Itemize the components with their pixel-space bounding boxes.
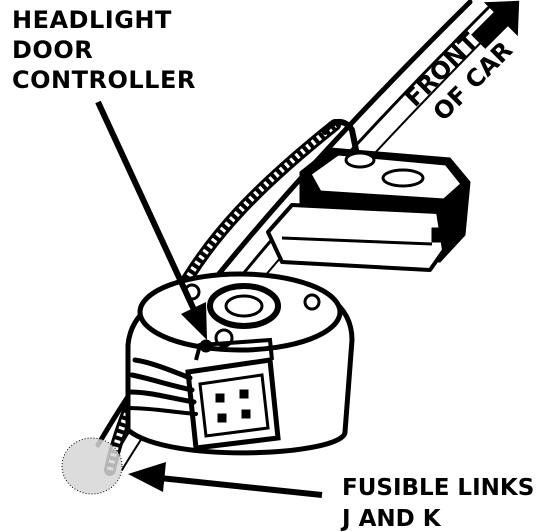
headlight-door-controller-unit [125, 271, 355, 456]
fusible-links-marker [61, 437, 123, 495]
headlight-door-controller-label: HEADLIGHT DOOR CONTROLLER [12, 6, 196, 94]
front-of-car-arrow [471, 0, 520, 49]
relay-wire [322, 119, 359, 153]
fusible-links-leader-arrow [128, 462, 323, 498]
connector-block [185, 337, 281, 451]
controller-leader-arrow [95, 100, 207, 340]
fusible-links-label: FUSIBLE LINKS J AND K [340, 475, 542, 532]
connector-wires [126, 357, 198, 416]
relay-box [266, 147, 471, 272]
